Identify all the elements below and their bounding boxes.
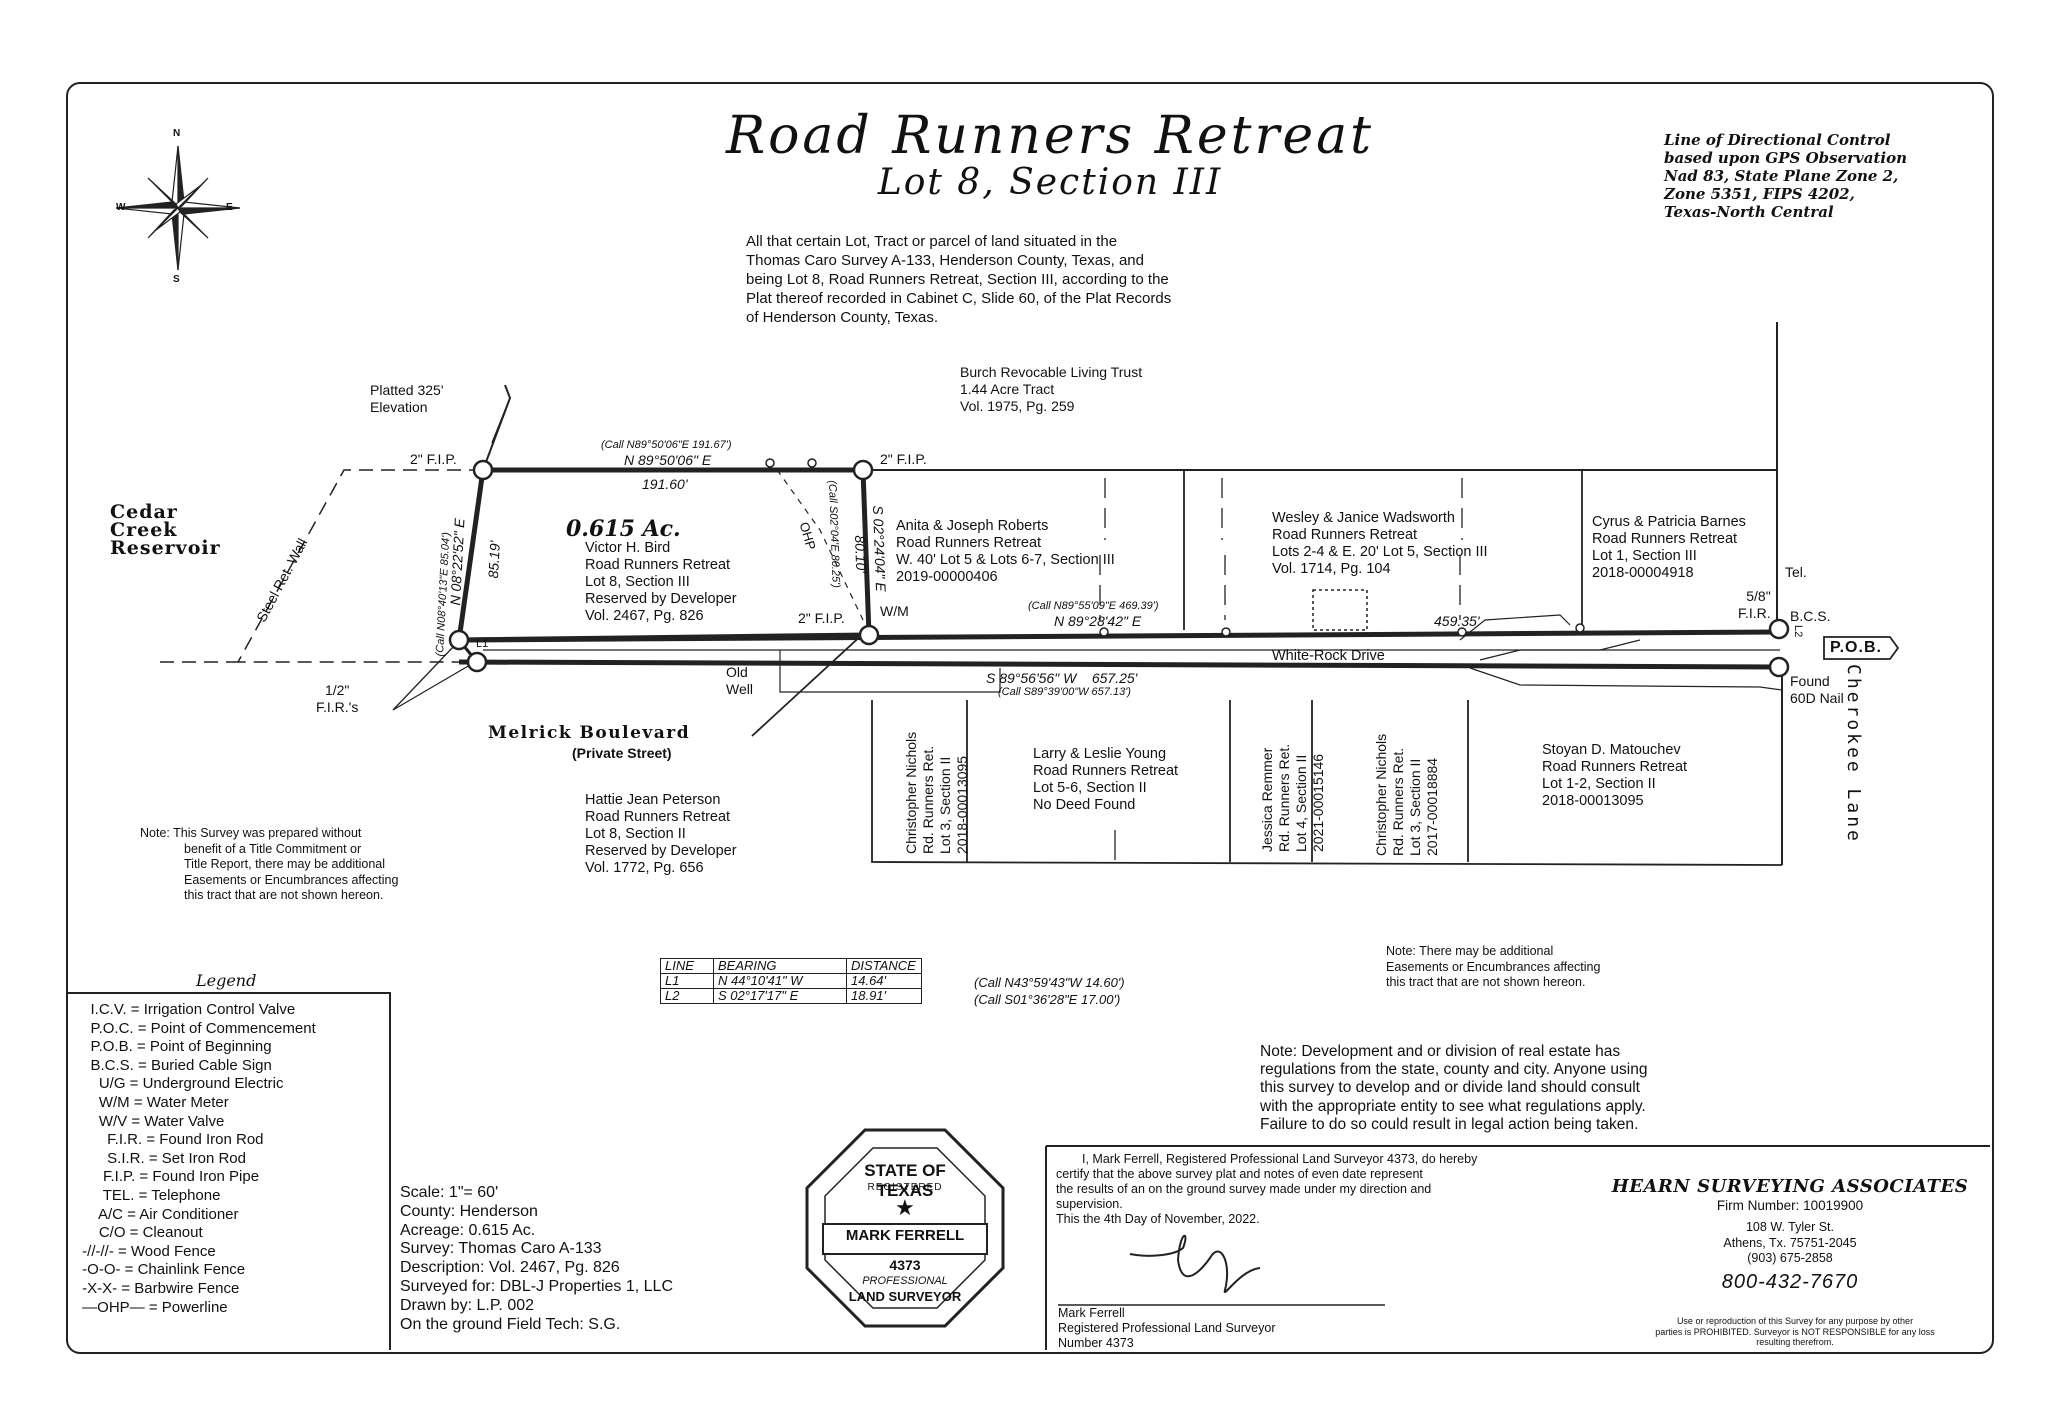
- firm-number: Firm Number: 10019900: [1716, 1198, 1864, 1213]
- pob-label: P.O.B.: [1830, 639, 1882, 656]
- plat-subtitle: Lot 8, Section III: [877, 162, 1223, 203]
- note-development: Note: Development and or division of rea…: [1260, 1043, 1648, 1133]
- half-firs-label: 1/2"F.I.R.'s: [316, 682, 359, 715]
- company-name: HEARN SURVEYING ASSOCIATES: [1611, 1176, 1969, 1197]
- company-address1: 108 W. Tyler St.: [1745, 1220, 1834, 1234]
- compass-w: W: [116, 202, 126, 213]
- legend-title: Legend: [196, 971, 257, 990]
- compass-rose-icon: [115, 145, 241, 271]
- east-bearing-label: S 02°24'04" E: [870, 505, 890, 592]
- survey-sheet-border: [66, 82, 1994, 1354]
- company-address2: Athens, Tx. 75751-2045: [1723, 1235, 1857, 1250]
- legal-description: All that certain Lot, Tract or parcel of…: [746, 233, 1172, 326]
- plat-title: Road Runners Retreat: [725, 106, 1375, 166]
- company-phone: (903) 675-2858: [1747, 1251, 1833, 1265]
- white-rock-drive-label: White-Rock Drive: [1272, 648, 1385, 664]
- private-street-label: (Private Street): [572, 745, 672, 761]
- platted-elevation-label: Platted 325'Elevation: [370, 382, 444, 415]
- compass-n: N: [173, 128, 181, 139]
- east-line-distance-label: 459.35': [1434, 613, 1480, 629]
- water-meter-label: W/M: [880, 603, 909, 619]
- seal-octagon: [805, 1128, 1005, 1328]
- north-bearing-label: N 89°50'06" E: [624, 452, 712, 468]
- fip-se-label: 2" F.I.P.: [798, 610, 845, 626]
- cherokee-lane-label: Cherokee Lane: [1843, 664, 1864, 844]
- east-line-bearing-label: N 89°28'42" E: [1054, 613, 1142, 629]
- surveyor-signature: [1129, 1234, 1261, 1293]
- certification: I, Mark Ferrell, Registered Professional…: [1056, 1152, 1478, 1226]
- legend-list: I.C.V. = Irrigation Control Valve P.O.C.…: [78, 1001, 316, 1316]
- west-distance-label: 85.19': [485, 540, 503, 579]
- fip-ne-label: 2" F.I.P.: [880, 451, 927, 467]
- company-block: HEARN SURVEYING ASSOCIATES Firm Number: …: [1600, 1176, 1980, 1294]
- line-table-calls: (Call N43°59'43"W 14.60')(Call S01°36'28…: [974, 975, 1125, 1007]
- star-icon: ★: [895, 1195, 915, 1220]
- east-line-call-label: (Call N89°55'09"E 469.39'): [1028, 600, 1159, 612]
- north-call-label: (Call N89°50'06"E 191.67'): [601, 439, 732, 451]
- l2-label: L2: [1792, 625, 1804, 638]
- fip-nw-label: 2" F.I.P.: [410, 451, 457, 467]
- compass-s: S: [173, 274, 180, 285]
- fir-58-label: 5/8"F.I.R.: [1738, 588, 1771, 621]
- east-distance-label: 80.10': [852, 535, 870, 574]
- south-call-label: (Call S89°39'00"W 657.13'): [998, 686, 1131, 698]
- tel-label: Tel.: [1785, 564, 1807, 580]
- acreage-label: 0.615 Ac.: [566, 516, 681, 542]
- compass-e: E: [226, 202, 233, 213]
- company-disclaimer: Use or reproduction of this Survey for a…: [1655, 1316, 1935, 1347]
- south-bearing-label: S 89°56'56" W 657.25': [986, 670, 1138, 686]
- l1-label: L1: [476, 638, 489, 650]
- melrick-boulevard-label: Melrick Boulevard: [488, 723, 691, 743]
- north-distance-label: 191.60': [642, 476, 688, 492]
- company-tollfree: 800-432-7670: [1721, 1270, 1859, 1293]
- bcs-label: B.C.S.: [1790, 608, 1831, 624]
